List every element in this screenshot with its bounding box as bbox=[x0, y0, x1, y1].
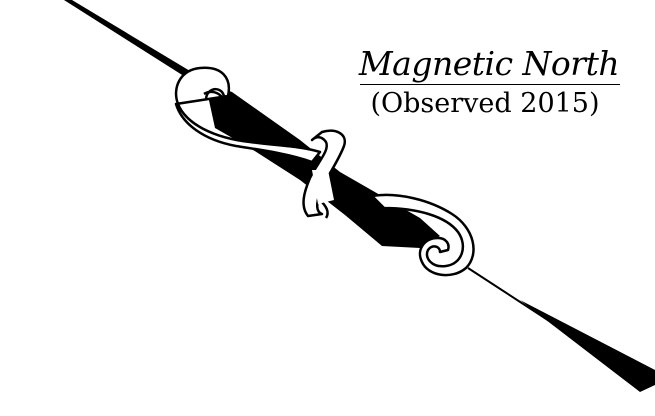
needle-lower-blade bbox=[520, 300, 655, 392]
needle-upper-blade bbox=[64, 0, 205, 85]
legend-label: Magnetic North (Observed 2015) bbox=[358, 44, 620, 123]
legend-title: Magnetic North bbox=[358, 44, 620, 84]
legend-subtitle: (Observed 2015) bbox=[350, 85, 620, 123]
